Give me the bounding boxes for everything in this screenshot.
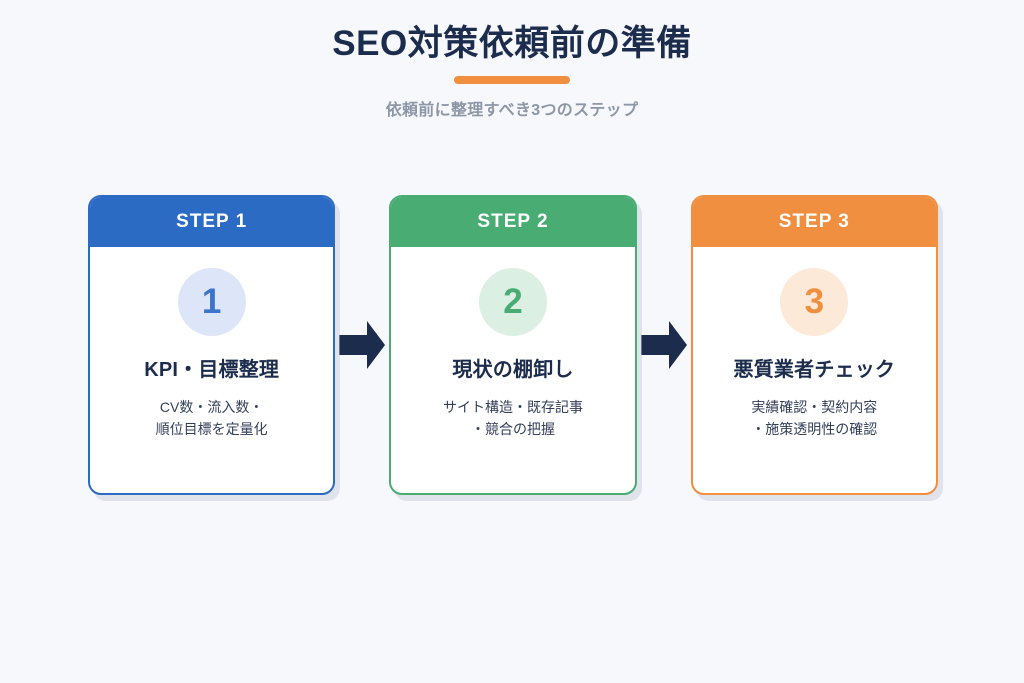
step-card-2-header: STEP 2	[391, 197, 635, 247]
step-card-3-description: 実績確認・契約内容 ・施策透明性の確認	[751, 399, 878, 438]
arrow-between-2-and-3	[637, 195, 691, 495]
arrow-right-icon	[640, 321, 687, 369]
step-card-2-description: サイト構造・既存記事 ・競合の把握	[442, 399, 583, 438]
title-accent-bar	[454, 76, 570, 85]
step-card-2-body: 2 現状の棚卸し サイト構造・既存記事 ・競合の把握	[391, 247, 634, 493]
page-subtitle: 依頼前に整理すべき3つのステップ	[385, 102, 639, 120]
arrow-right-icon	[339, 321, 386, 369]
step-card-1-description: CV数・流入数・ 順位目標を定量化	[155, 399, 268, 438]
step-card-1-body: 1 KPI・目標整理 CV数・流入数・ 順位目標を定量化	[90, 247, 333, 493]
step-card-1[interactable]: STEP 1 1 KPI・目標整理 CV数・流入数・ 順位目標を定量化	[88, 195, 336, 495]
page-header: SEO対策依頼前の準備 依頼前に整理すべき3つのステップ	[0, 24, 1024, 120]
step-card-1-header: STEP 1	[90, 197, 334, 247]
step-card-2-title: 現状の棚卸し	[452, 359, 574, 381]
step-card-3-header: STEP 3	[692, 197, 936, 247]
arrow-between-1-and-2	[335, 195, 389, 495]
steps-row: STEP 1 1 KPI・目標整理 CV数・流入数・ 順位目標を定量化 STEP…	[88, 195, 938, 497]
step-card-2[interactable]: STEP 2 2 現状の棚卸し サイト構造・既存記事 ・競合の把握	[389, 195, 637, 495]
page-title: SEO対策依頼前の準備	[332, 24, 692, 63]
step-card-3-title: 悪質業者チェック	[733, 359, 896, 381]
step-card-1-title: KPI・目標整理	[144, 359, 280, 381]
step-card-3-body: 3 悪質業者チェック 実績確認・契約内容 ・施策透明性の確認	[693, 247, 936, 493]
step-card-3[interactable]: STEP 3 3 悪質業者チェック 実績確認・契約内容 ・施策透明性の確認	[690, 195, 938, 495]
step-number-badge-3: 3	[780, 268, 849, 336]
step-number-badge-2: 2	[478, 268, 547, 336]
step-number-badge-1: 1	[177, 268, 246, 336]
